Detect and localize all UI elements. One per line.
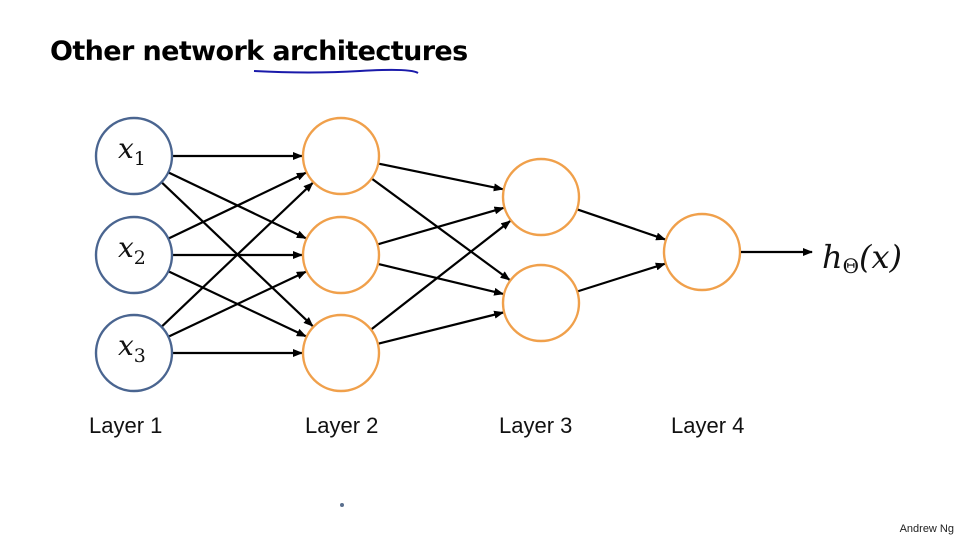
hidden-node-l3-2: [501, 263, 581, 343]
edge-l2n2-l3n1: [377, 206, 505, 246]
author-credit: Andrew Ng: [899, 523, 954, 535]
input-variable: x: [118, 231, 134, 264]
output-group: hΘ(x): [741, 238, 902, 278]
edge-l3n2-l4n1: [576, 262, 666, 293]
input-subscript: 3: [134, 345, 146, 367]
input-subscript: 1: [134, 148, 146, 170]
title-underlined-word: architectures: [272, 36, 468, 67]
title-pen-underline: [253, 68, 419, 74]
output-argument: (x): [859, 238, 902, 276]
hidden-node-l2-2: [301, 215, 381, 295]
slide-title: Other network architectures: [50, 36, 468, 67]
output-base: h: [822, 238, 843, 276]
edge-l2n3-l3n2: [377, 310, 505, 345]
edges-group: [160, 152, 667, 357]
hidden-node-l3-1: [501, 157, 581, 237]
input-label-3: x3: [118, 329, 146, 367]
layer-3-label: Layer 3: [499, 413, 573, 438]
edge-l1n3-l2n2: [167, 270, 307, 338]
edge-l1n2-l2n1: [167, 171, 307, 240]
input-node-2: [94, 215, 174, 295]
input-label-2: x2: [118, 231, 146, 269]
output-subscript: Θ: [843, 254, 859, 278]
edge-l2n1-l3n2: [370, 177, 511, 281]
input-subscript: 2: [134, 247, 146, 269]
output-label: hΘ(x): [822, 238, 902, 278]
input-variable: x: [118, 329, 134, 362]
input-variable: x: [118, 132, 134, 165]
layer-2-label: Layer 2: [305, 413, 379, 438]
input-node-1: [94, 116, 174, 196]
edge-l1n3-l2n1: [160, 182, 314, 328]
cursor-dot: [340, 503, 344, 507]
edge-l2n3-l3n1: [370, 220, 511, 331]
edge-l2n1-l3n1: [377, 162, 504, 192]
hidden-node-l2-3: [301, 313, 381, 393]
edge-l3n1-l4n1: [576, 208, 667, 241]
edge-l2n2-l3n2: [377, 262, 505, 296]
title-text: Other network: [50, 36, 273, 67]
hidden-node-l2-1: [301, 116, 381, 196]
layer-1-label: Layer 1: [89, 413, 163, 438]
hidden-node-l4-1: [662, 212, 742, 292]
input-label-1: x1: [118, 132, 146, 170]
input-node-3: [94, 313, 174, 393]
layer-4-label: Layer 4: [671, 413, 745, 438]
